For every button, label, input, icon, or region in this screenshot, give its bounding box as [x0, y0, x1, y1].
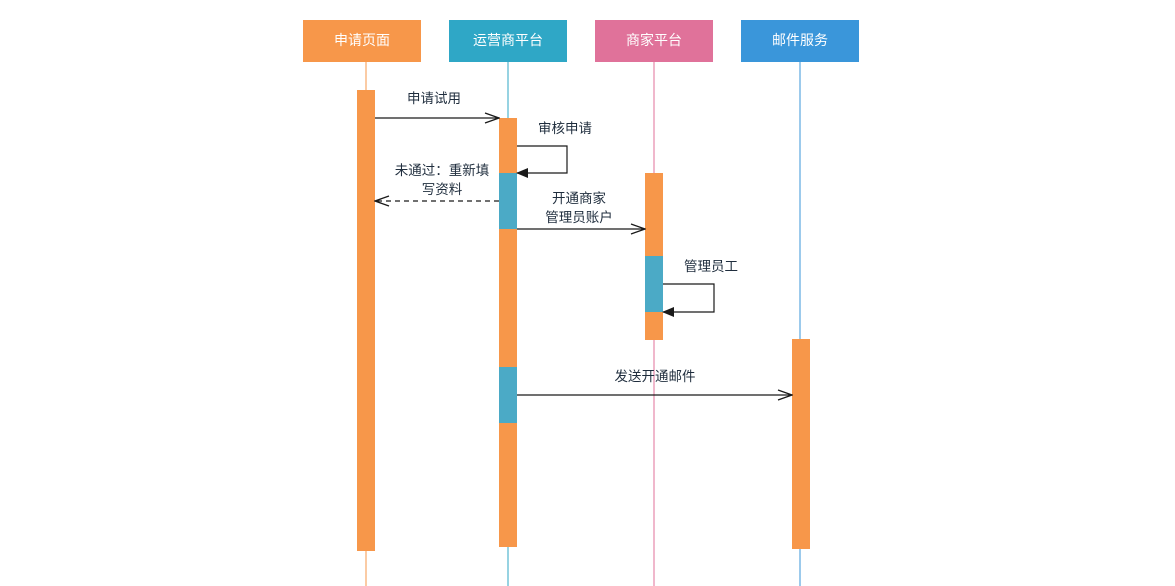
message-m6: 发送开通邮件 — [517, 369, 792, 395]
message-m4: 开通商家 管理员账户 — [517, 190, 645, 229]
participant-box-p2 — [449, 20, 567, 62]
participant-box-p3 — [595, 20, 713, 62]
participant-label-p1: 申请页面 — [334, 33, 390, 49]
participant-p2: 运营商平台 — [449, 20, 567, 62]
activation-p3-highlight — [645, 256, 663, 312]
activation-p4 — [792, 339, 810, 549]
message-m5: 管理员工 — [662, 259, 738, 317]
participant-label-p3: 商家平台 — [626, 32, 682, 49]
participant-box-p4 — [741, 20, 859, 62]
message-label-m3-line1: 未通过：重新填 — [395, 163, 490, 179]
participant-p3: 商家平台 — [595, 20, 713, 62]
message-label-m1: 申请试用 — [407, 91, 461, 107]
message-label-m4-line1: 开通商家 — [552, 190, 606, 207]
message-label-m2: 审核申请 — [538, 121, 592, 137]
participant-box-p1 — [303, 20, 421, 62]
message-arrow-m5 — [662, 283, 715, 317]
activation-p2-highlight-2 — [499, 367, 517, 423]
message-m1: 申请试用 — [375, 91, 499, 118]
message-label-m3-line2: 写资料 — [422, 182, 463, 198]
message-label-m6: 发送开通邮件 — [615, 369, 696, 385]
activation-p1 — [357, 90, 375, 551]
participant-p4: 邮件服务 — [741, 20, 859, 62]
message-label-m5: 管理员工 — [684, 259, 738, 275]
participant-label-p4: 邮件服务 — [772, 33, 828, 49]
message-label-m4-line2: 管理员账户 — [545, 209, 613, 226]
participant-label-p2: 运营商平台 — [473, 33, 543, 49]
message-arrow-m2 — [516, 145, 568, 178]
message-m2: 审核申请 — [516, 121, 592, 178]
activation-p2-highlight-1 — [499, 173, 517, 229]
participant-p1: 申请页面 — [303, 20, 421, 62]
message-m3: 未通过：重新填 写资料 — [375, 163, 499, 201]
